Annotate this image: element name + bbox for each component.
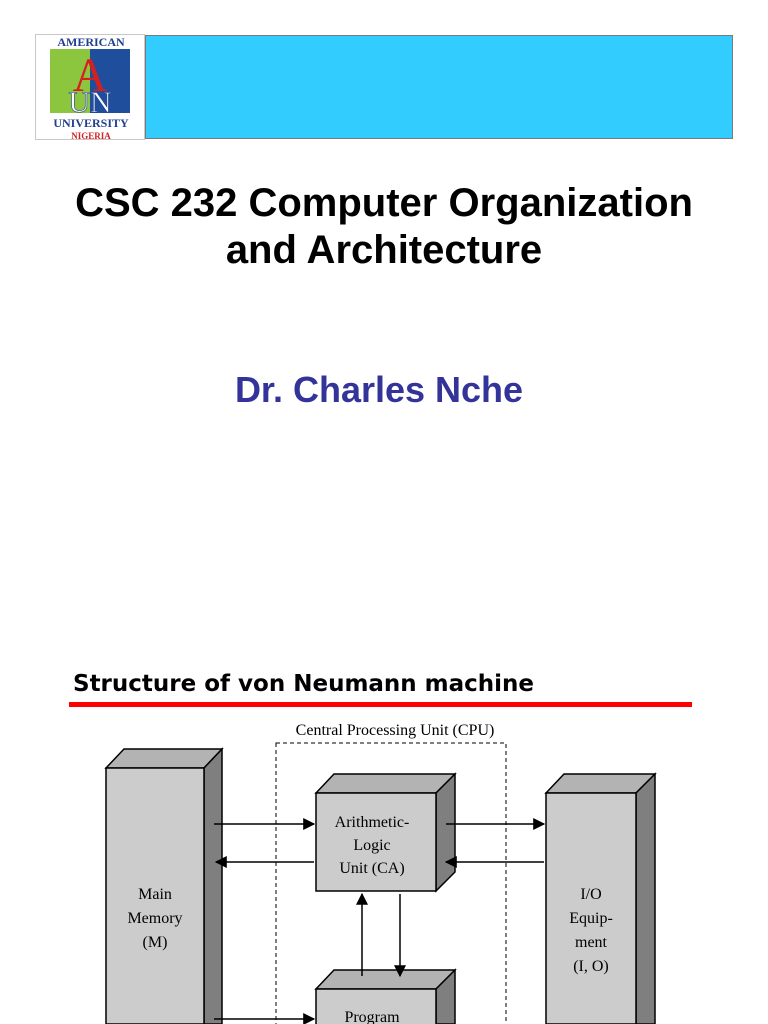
- header-banner: [145, 35, 733, 139]
- section-heading: Structure of von Neumann machine: [73, 671, 535, 697]
- io-label-line-1: I/O: [580, 886, 601, 903]
- memory-label-line-3: (M): [143, 934, 168, 951]
- io-equipment-block: I/O Equip- ment (I, O): [544, 772, 657, 1024]
- alu-label-line-1: Arithmetic-: [335, 814, 410, 831]
- memory-label-line-2: Memory: [127, 910, 182, 927]
- program-control-block: Program: [314, 968, 457, 1024]
- university-logo: AMERICAN A UN UNIVERSITY NIGERIA: [35, 34, 145, 141]
- slide-title-line-2: and Architecture: [225, 228, 543, 272]
- logo-monogram-a: A: [73, 49, 108, 102]
- io-label-line-4: (I, O): [573, 958, 609, 975]
- main-memory-block: Main Memory (M): [104, 747, 224, 1024]
- cpu-label: Central Processing Unit (CPU): [296, 722, 495, 739]
- slide-title: CSC 232 Computer Organization and Archit…: [0, 180, 768, 274]
- control-label-line-1: Program: [344, 1009, 400, 1024]
- logo-blue-panel: [90, 49, 130, 113]
- logo-country-text: NIGERIA: [71, 131, 111, 141]
- slide-author: Dr. Charles Nche: [234, 369, 524, 410]
- alu-label-line-2: Logic: [353, 837, 390, 854]
- slide-title-line-1: CSC 232 Computer Organization: [75, 181, 693, 225]
- logo-green-panel: [50, 49, 90, 113]
- io-label-line-2: Equip-: [569, 910, 613, 927]
- logo-university-text: UNIVERSITY: [53, 116, 129, 130]
- alu-block: Arithmetic- Logic Unit (CA): [314, 772, 457, 893]
- logo-top-text: AMERICAN: [57, 35, 125, 49]
- cpu-boundary: [275, 742, 507, 1024]
- io-label-line-3: ment: [575, 934, 608, 951]
- logo-graphic: AMERICAN A UN UNIVERSITY NIGERIA: [50, 35, 130, 141]
- memory-label-line-1: Main: [138, 886, 172, 903]
- heading-underline: [69, 702, 692, 707]
- von-neumann-diagram: Central Processing Unit (CPU) Main Memor…: [104, 722, 657, 1024]
- logo-monogram-un: UN: [68, 86, 111, 119]
- alu-label-line-3: Unit (CA): [339, 860, 404, 877]
